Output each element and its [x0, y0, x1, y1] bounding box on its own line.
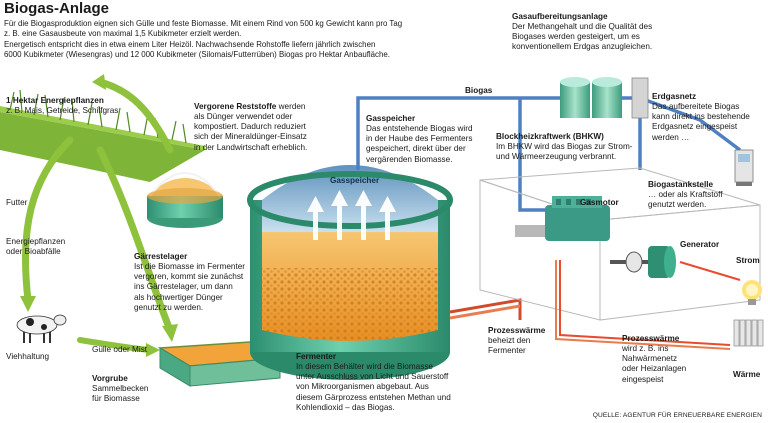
generator-unit: [610, 246, 676, 278]
waerme-label: Wärme: [733, 370, 761, 379]
prozesswaerme2-text: wird z. B. ins Nahwärmenetz oder Heizanl…: [622, 344, 687, 384]
gasaufbereitung-tanks: [560, 77, 622, 118]
intro-line: Energetisch entspricht dies in etwa eine…: [4, 39, 376, 49]
flow-arrows: [20, 74, 178, 357]
gaerrest-text: Ist die Biomasse im Fermenter vergoren, …: [134, 262, 246, 312]
gasmotor-label: Gasmotor: [580, 198, 619, 207]
gasspeicher-text: Das entstehende Biogas wird in der Haube…: [366, 124, 473, 164]
fermenter-text: In diesem Behälter wird die Biomasse unt…: [296, 362, 451, 412]
aufbereitung-title: Gasaufbereitungsanlage: [512, 12, 608, 21]
reststoffe-heading: Vergorene Reststoffe werden: [194, 102, 306, 112]
futter-label: Futter: [6, 198, 28, 207]
reststoffe-title: Vergorene Reststoffe: [194, 102, 277, 111]
guelle-label: Gülle oder Mist: [92, 345, 148, 354]
crop-field: [0, 89, 205, 182]
gasspeicher-inner-label: Gasspeicher: [330, 176, 380, 185]
intro-line: 6000 Kubikmeter (Wiesengras) und 12 000 …: [4, 50, 390, 60]
fermenter-tank: [247, 165, 453, 380]
biogastankstelle-pump: [734, 149, 754, 186]
cow-illustration: [16, 314, 67, 343]
vorgrube-text: Sammelbecken für Biomasse: [92, 384, 149, 404]
prozesswaerme-title: Prozesswärme: [488, 326, 546, 335]
reststoffe-text: als Dünger verwendet oder kompostiert. D…: [194, 112, 308, 152]
erdgasnetz-title: Erdgasnetz: [652, 92, 697, 101]
heat-pipe: [449, 298, 522, 320]
radiator-icon: [733, 319, 764, 347]
intro-line: Für die Biogasproduktion eignen sich Gül…: [4, 19, 403, 28]
hektar-title: 1 Hektar Energiepflanzen: [6, 96, 104, 105]
light-bulb-icon: [742, 280, 762, 305]
gasspeicher-title: Gasspeicher: [366, 114, 416, 123]
intro-line: z. B. eine Gasausbeute von maximal 1,5 K…: [4, 29, 242, 39]
aufbereitung-text: Der Methangehalt und die Qualität des Bi…: [512, 22, 653, 52]
fermenter-title: Fermenter: [296, 352, 337, 361]
erdgasnetz-text: Das aufbereitete Biogas kann direkt ins …: [652, 102, 750, 142]
prozesswaerme-text: beheizt den Fermenter: [488, 336, 531, 356]
energiepflanzen-label: Energiepflanzen oder Bioabfälle: [6, 237, 66, 257]
tankstelle-text: … oder als Kraftstoff genutzt werden.: [648, 190, 723, 210]
tankstelle-title: Biogastankstelle: [648, 180, 714, 189]
output-lines: [555, 260, 741, 350]
source-credit: QUELLE: AGENTUR FÜR ERNEUERBARE ENERGIEN: [592, 412, 762, 419]
intro-text: Für die Biogasproduktion eignen sich Gül…: [4, 19, 474, 61]
gaerrest-tank: [147, 172, 223, 228]
reststoffe-title-rest: werden: [276, 102, 306, 111]
bhkw-text: Im BHKW wird das Biogas zur Strom- und W…: [496, 142, 633, 162]
page-title: Biogas-Anlage: [4, 0, 110, 17]
strom-label: Strom: [736, 256, 760, 265]
generator-label: Generator: [680, 240, 720, 249]
prozesswaerme2-title: Prozesswärme: [622, 334, 680, 343]
gaerrest-title: Gärrestelager: [134, 252, 188, 261]
bhkw-title: Blockheizkraftwerk (BHKW): [496, 132, 604, 141]
gasmotor-engine: [515, 196, 610, 241]
biogas-label: Biogas: [465, 86, 493, 95]
erdgas-pipe: [631, 77, 649, 119]
hektar-text: z. B. Mais, Getreide, Schilfgras: [6, 106, 119, 115]
vorgrube-title: Vorgrube: [92, 374, 128, 383]
viehhaltung-label: Viehhaltung: [6, 352, 50, 361]
